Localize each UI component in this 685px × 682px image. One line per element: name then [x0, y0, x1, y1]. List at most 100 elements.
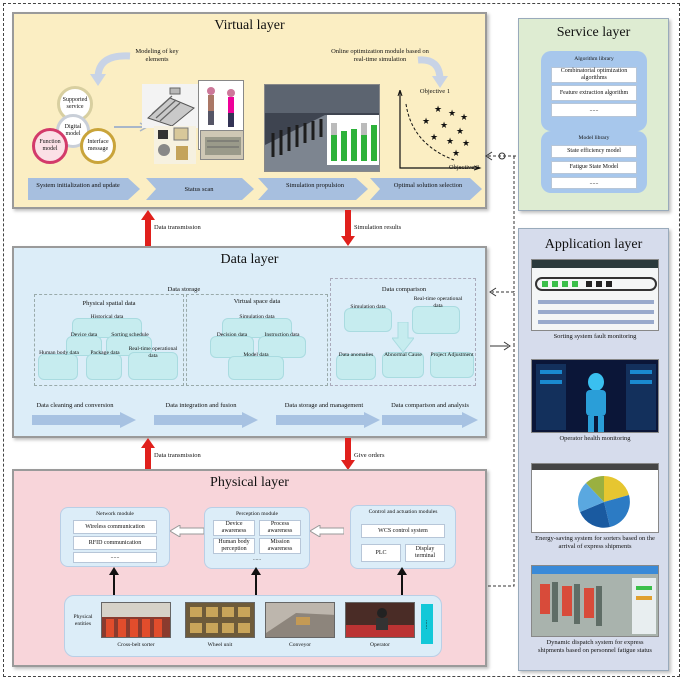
objective2-label: Objective 2	[448, 164, 480, 171]
perception-module: Perception module Device awareness Proce…	[204, 507, 310, 569]
control-module-title: Control and actuation modules	[368, 509, 438, 515]
app-screenshot-2	[531, 359, 659, 433]
data-layer-panel: Data layer Data storage Physical spatial…	[12, 246, 487, 438]
cyl-cmp-simulation	[344, 308, 392, 332]
svg-text:★: ★	[446, 136, 454, 146]
cyl-anomalies	[336, 354, 376, 380]
svg-text:★: ★	[440, 120, 448, 130]
svg-text:★: ★	[462, 138, 470, 148]
ps-item-device: Device data	[70, 332, 98, 338]
ps-item-historical: Historical data	[90, 314, 124, 320]
step-chevron-3	[258, 178, 368, 200]
flow-label-4: Data comparison and analysis	[391, 402, 469, 409]
cmp-item-anomalies: Data anomalies	[338, 352, 374, 358]
perception-item-1: Device awareness	[213, 520, 255, 536]
black-arrow-up-2-icon	[251, 567, 261, 595]
application-layer-panel: Application layer Sorting system fault m…	[518, 228, 669, 671]
physical-spatial-label: Physical spatial data	[82, 300, 136, 307]
app-caption-4: Dynamic dispatch system for express ship…	[538, 639, 652, 654]
entity-conveyor-label: Conveyor	[288, 642, 312, 648]
flow-arrow-1-icon	[32, 412, 136, 428]
step-chevron-1	[28, 178, 140, 200]
curved-arrow-left-icon	[90, 52, 131, 86]
operator-photo	[345, 602, 415, 638]
more-entities: ......	[421, 604, 433, 644]
svg-text:★: ★	[456, 126, 464, 136]
flow-label-2: Data integration and fusion	[165, 402, 237, 409]
entity-operator-label: Operator	[370, 642, 390, 648]
objective1-label: Objective 1	[419, 88, 451, 95]
app-screenshot-4	[531, 565, 659, 637]
entities-strip: Physical entities Cross-belt sorter Whee…	[64, 595, 442, 657]
data-comparison-label: Data comparison	[381, 286, 427, 293]
data-layer-title: Data layer	[220, 252, 279, 267]
flow-label-1: Data cleaning and conversion	[36, 402, 114, 409]
step-label-4: Optimal solution selection	[393, 182, 463, 189]
app-screenshot-3	[531, 463, 659, 533]
svg-text:★: ★	[430, 132, 438, 142]
flow-arrow-3-icon	[276, 412, 380, 428]
model-item-3: ......	[551, 177, 637, 189]
vs-item-decision: Decision data	[216, 332, 248, 338]
network-module-title: Network module	[96, 511, 134, 517]
circle-function-model: Function model	[32, 128, 68, 164]
red-arrow-up-1-icon	[141, 210, 155, 246]
perception-item-5: ......	[252, 556, 262, 562]
wheel-model-image	[200, 130, 244, 160]
network-item-3: ......	[73, 552, 157, 563]
hollow-arrow-1-icon	[170, 525, 204, 537]
label-give-orders: Give orders	[354, 452, 385, 459]
cyl-device	[66, 336, 102, 356]
conveyor-photo	[265, 602, 335, 638]
virtual-space-label: Virtual space data	[233, 298, 281, 305]
application-layer-title: Application layer	[544, 237, 643, 252]
note-modeling: Modeling of key elements	[135, 48, 179, 63]
note-online: Online optimization module based on real…	[331, 48, 429, 63]
control-module: Control and actuation modules WCS contro…	[350, 505, 456, 569]
flow-label-3: Data storage and management	[284, 402, 364, 409]
black-arrow-up-3-icon	[397, 567, 407, 595]
vs-item-instruction: Instruction data	[264, 332, 300, 338]
service-layer-title: Service layer	[556, 25, 631, 40]
network-item-2: RFID communication	[73, 536, 157, 550]
cmp-item-realtime: Real-time operational data	[413, 296, 463, 309]
simulation-scene-image	[264, 84, 380, 172]
model-item-1: State efficiency model	[551, 145, 637, 158]
ps-item-human: Human body data	[39, 350, 79, 356]
hollow-arrow-2-icon	[310, 525, 344, 537]
cross-belt-sorter-photo	[101, 602, 171, 638]
cyl-model	[228, 356, 284, 380]
control-item-2: PLC	[361, 544, 401, 562]
ps-item-realtime: Real-time operational data	[128, 346, 178, 359]
app-caption-2: Operator health monitoring	[559, 435, 631, 442]
svg-text:★: ★	[434, 104, 442, 114]
cyl-simulation	[222, 318, 292, 338]
step-label-3: Simulation propulsion	[286, 182, 344, 189]
physical-spatial-box	[34, 294, 184, 386]
cmp-item-adjustment: Project Adjustment	[430, 352, 474, 358]
red-arrow-up-2-icon	[141, 438, 155, 470]
circle-interface-message: Interface message	[80, 128, 116, 164]
service-data-connector-icon	[513, 156, 515, 292]
alg-item-2: Feature extraction algorithm	[551, 85, 637, 101]
step-chevron-2	[146, 178, 254, 200]
alg-item-1: Combinatorial optimization algorithms	[551, 67, 637, 83]
perception-item-4: Mission awareness	[259, 538, 301, 554]
model-item-2: Fatigue State Model	[551, 161, 637, 174]
network-item-1: Wireless communication	[73, 520, 157, 534]
perception-item-3: Human body perception	[213, 538, 255, 554]
app-screenshot-1	[531, 259, 659, 331]
ps-item-sorting: Sorting schedule	[111, 332, 149, 338]
entity-cross-belt-label: Cross-belt sorter	[117, 642, 155, 648]
algorithm-library: Algorithm library Combinatorial optimiza…	[541, 51, 647, 131]
alg-item-3: ......	[551, 103, 637, 117]
cmp-item-simulation: Simulation data	[350, 304, 386, 310]
vs-item-simulation: Simulation data	[239, 314, 275, 320]
step-label-1: System initialization and update	[36, 182, 120, 189]
wheel-unit-photo	[185, 602, 255, 638]
data-storage-label: Data storage	[167, 286, 201, 293]
label-data-transmission-2: Data transmission	[154, 452, 201, 459]
model-library-title: Model library	[578, 135, 610, 141]
algorithm-library-title: Algorithm library	[574, 56, 614, 62]
app-caption-1: Sorting system fault monitoring	[553, 333, 637, 340]
